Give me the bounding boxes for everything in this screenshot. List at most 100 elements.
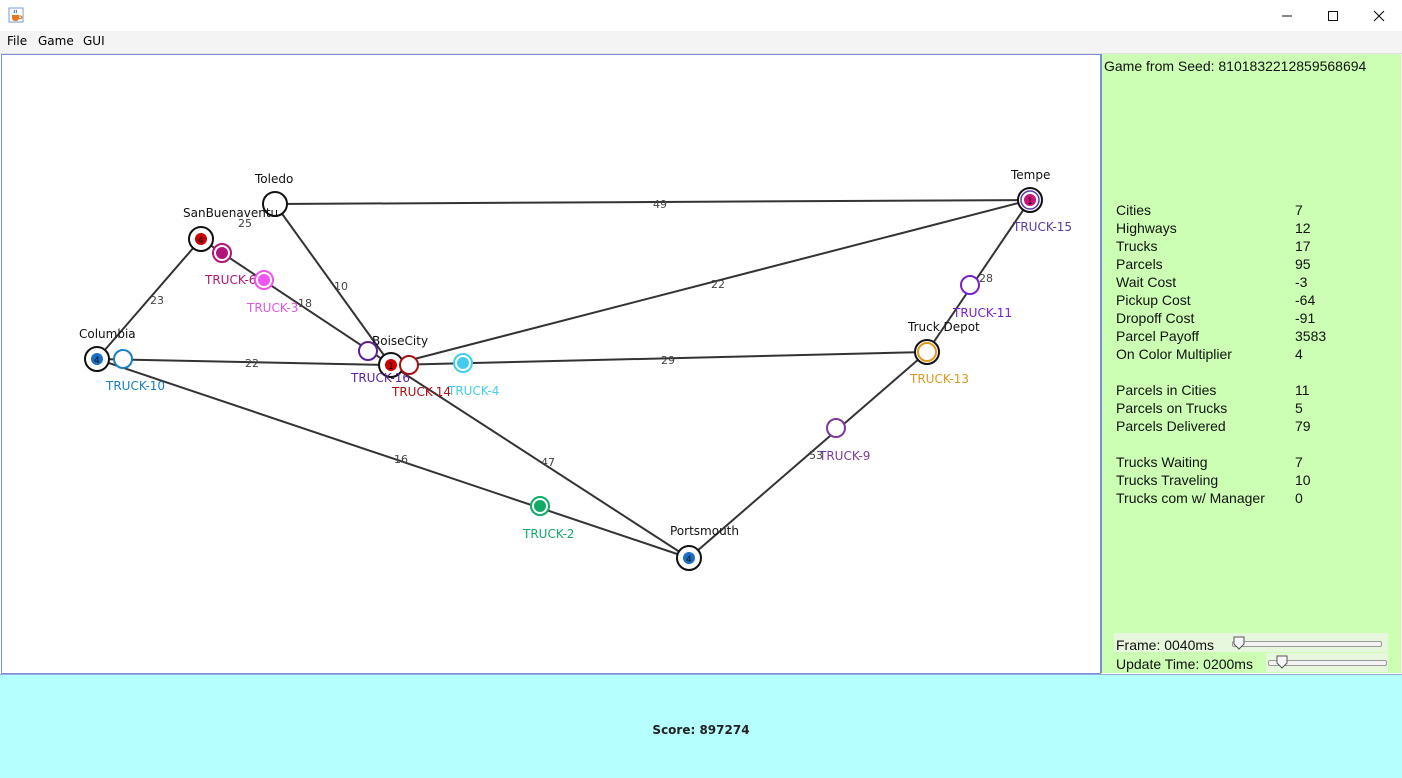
truck-label: TRUCK-14 [391,385,451,399]
parcel-count: 4 [94,356,100,366]
city-label: SanBuenaventu [183,206,278,220]
cities: Toledo 4 SanBuenaventu 4 Columbia 1 Bois… [79,168,1050,571]
menu-file[interactable]: File [7,34,28,48]
truck-14[interactable]: TRUCK-14 [391,355,451,399]
highway-boisecity-truckdepot [390,351,928,366]
seed-line: Game from Seed: 8101832212859568694 [1104,58,1366,74]
city-truck-depot[interactable]: Truck Depot [907,320,980,365]
stat-row: On Color Multiplier 4 [1116,346,1376,364]
seed-value: 8101832212859568694 [1218,58,1367,74]
stat-value: -3 [1295,274,1308,290]
minimize-button[interactable] [1264,0,1310,31]
seed-label: Game from Seed: [1104,58,1215,74]
highway-label: 53 [809,449,823,462]
truck-13[interactable]: TRUCK-13 [909,342,969,386]
update-slider[interactable] [1268,660,1387,666]
highway-boisecity-portsmouth [390,364,690,559]
frame-label: Frame: 0040ms [1116,637,1215,653]
frame-slider[interactable] [1232,641,1382,647]
stat-value: 79 [1295,418,1311,434]
highway-label: 18 [298,297,312,310]
stat-value: -64 [1295,292,1316,308]
parcel-marker [1024,194,1036,206]
minimize-icon [1282,15,1292,16]
trucks: TRUCK-6 TRUCK-3 TRUCK-10 TRUCK-16 TRUCK-… [105,190,1072,541]
stat-row: Trucks com w/ Manager 0 [1116,490,1376,508]
highway-label: 23 [150,294,164,307]
stat-value: 11 [1295,382,1310,398]
parcel-marker [683,552,695,564]
highway-toledo-tempe [274,199,1031,205]
menu-bar: File Game GUI [0,31,1402,54]
truck-label: TRUCK-6 [204,273,256,287]
maximize-button[interactable] [1310,0,1356,31]
stat-label: Parcel Payoff [1116,328,1200,344]
stat-value: 12 [1295,220,1311,236]
close-icon [1373,10,1385,21]
truck-label: TRUCK-4 [447,384,499,398]
city-label: Portsmouth [670,524,739,538]
city-columbia[interactable]: 4 Columbia [79,327,136,372]
stat-label: Trucks com w/ Manager [1116,490,1265,506]
java-cup-icon [8,7,24,23]
highway-truckdepot-tempe [926,199,1031,353]
truck-15[interactable]: TRUCK-15 [1012,190,1072,234]
stat-label: On Color Multiplier [1116,346,1232,362]
city-boisecity[interactable]: 1 BoiseCity [372,334,428,378]
city-toledo[interactable]: Toledo [254,172,293,217]
stat-value: 0 [1295,490,1303,506]
highway-columbia-portsmouth [96,358,690,559]
menu-gui[interactable]: GUI [83,34,105,48]
stat-value: 10 [1295,472,1311,488]
truck-9[interactable]: TRUCK-9 [818,418,870,463]
frame-slider-thumb[interactable] [1233,636,1245,650]
truck-6[interactable]: TRUCK-6 [204,243,256,287]
city-portsmouth[interactable]: 4 Portsmouth [670,524,739,571]
highway-boisecity-tempe [390,199,1031,366]
city-label: BoiseCity [372,334,428,348]
menu-game[interactable]: Game [38,34,74,48]
city-tempe[interactable]: 1 Tempe [1010,168,1050,213]
truck-label: TRUCK-16 [350,371,410,385]
stat-label: Pickup Cost [1116,292,1191,308]
update-slider-thumb[interactable] [1276,655,1288,669]
truck-11[interactable]: TRUCK-11 [952,275,1012,320]
parcel-marker [385,359,397,371]
city-label: Truck Depot [907,320,980,334]
parcel-count: 1 [388,362,394,372]
stat-label: Trucks Traveling [1116,472,1219,488]
highway-label: 29 [661,354,675,367]
parcel-count: 1 [1027,197,1033,207]
stat-row: Dropoff Cost-91 [1116,310,1376,328]
highway-label: 47 [541,456,555,469]
stat-label: Parcels on Trucks [1116,400,1228,416]
highway-toledo-boisecity [274,203,392,366]
truck-4[interactable]: TRUCK-4 [447,353,499,398]
truck-2[interactable]: TRUCK-2 [522,496,574,541]
close-button[interactable] [1356,0,1402,31]
map-svg: 25 23 18 10 49 22 22 29 16 47 53 28 Tole… [79,168,1072,571]
highway-truckdepot-portsmouth [688,351,928,559]
parcel-marker [195,233,207,245]
highways [96,199,1031,559]
truck-10[interactable]: TRUCK-10 [105,349,165,393]
info-panel: Game from Seed: 8101832212859568694 Citi… [1101,54,1401,673]
stat-value: 17 [1295,238,1311,254]
truck-3[interactable]: TRUCK-3 [246,270,298,315]
stat-label: Trucks [1116,238,1158,254]
score-text: Score: 897274 [652,723,750,737]
truck-label: TRUCK-15 [1012,220,1072,234]
truck-16[interactable]: TRUCK-16 [350,341,410,385]
stat-label: Parcels in Cities [1116,382,1217,398]
stat-row: Trucks Traveling 10 [1116,472,1376,490]
map-canvas[interactable]: 25 23 18 10 49 22 22 29 16 47 53 28 Tole… [1,54,1101,674]
stat-label: Dropoff Cost [1116,310,1195,326]
stat-value: 4 [1295,346,1303,362]
parcel-count: 4 [686,555,692,565]
highway-label: 25 [238,217,252,230]
city-sanbuenaventu[interactable]: 4 SanBuenaventu [183,206,278,252]
truck-label: TRUCK-3 [246,301,298,315]
